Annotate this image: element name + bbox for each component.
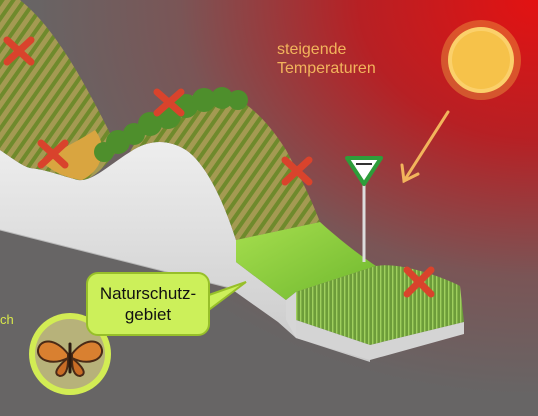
cross-icon [3, 36, 35, 66]
warning-sign-icon [345, 156, 383, 262]
wheat-field [40, 130, 103, 180]
callout-text: Naturschutz- gebiet [99, 284, 197, 324]
cross-icon [403, 266, 435, 298]
meadow [236, 222, 376, 300]
sun-icon [441, 20, 521, 100]
cross-icon [153, 88, 185, 117]
terrain-wall [0, 142, 370, 362]
nature-reserve-callout: Naturschutz- gebiet [86, 272, 210, 336]
field-middle [130, 91, 320, 240]
arrow-icon [400, 110, 450, 184]
cross-icon [281, 156, 313, 186]
cropped-label: ch [0, 312, 14, 327]
temperature-label: steigende Temperaturen [277, 41, 376, 77]
cross-icon [37, 139, 69, 169]
